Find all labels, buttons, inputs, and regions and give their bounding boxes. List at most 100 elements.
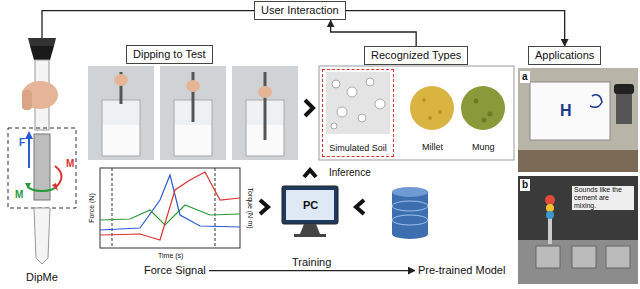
database-icon-part xyxy=(392,192,428,234)
types-panel-part xyxy=(422,98,426,102)
node-text: Dipping to Test xyxy=(133,48,206,61)
application-b-part xyxy=(536,246,560,268)
types-panel-part xyxy=(474,99,479,104)
label-text: b xyxy=(520,179,530,191)
types-panel-part xyxy=(358,114,366,122)
edge-label: Training xyxy=(290,256,333,269)
dipping-photos-part xyxy=(175,125,211,155)
section-box: Applications xyxy=(528,46,601,65)
label-text: Sounds like the cement are mixing. xyxy=(572,186,634,210)
section-box: Dipping to Test xyxy=(126,45,213,64)
node-text: DipMe xyxy=(26,271,58,284)
types-panel-part xyxy=(461,86,505,130)
label-text: Torque (N·m) xyxy=(246,187,254,228)
dipping-photos xyxy=(88,66,298,160)
types-panel-part xyxy=(428,116,432,120)
dipping-photos-part xyxy=(88,66,154,160)
highlight-box: Simulated Soil xyxy=(322,69,394,157)
dipme-device-part xyxy=(52,183,58,191)
types-panel-part xyxy=(375,99,385,109)
section-box: User Interaction xyxy=(254,1,346,20)
force-chart-part xyxy=(100,175,240,230)
dipping-photos-part xyxy=(186,80,200,92)
connector xyxy=(42,11,254,38)
node-text: User Interaction xyxy=(261,4,339,17)
node-text: Recognized Types xyxy=(371,49,461,62)
pc-icon-part xyxy=(294,234,326,237)
database-icon-part xyxy=(392,201,428,211)
application-a-part xyxy=(518,68,638,172)
dipme-device-part xyxy=(22,81,58,109)
application-b-part xyxy=(546,204,554,212)
dipping-photos-part xyxy=(114,74,128,86)
label-text: Inference xyxy=(329,167,371,179)
application-b-part xyxy=(518,176,638,284)
chevrons-part xyxy=(260,200,268,214)
force-chart xyxy=(100,168,240,248)
types-panel xyxy=(319,66,514,160)
dipme-device-part xyxy=(8,128,76,208)
application-a-part xyxy=(518,150,638,172)
dipme-device-part xyxy=(25,131,33,139)
dipme-device xyxy=(8,38,76,264)
dipme-device-part xyxy=(25,183,31,189)
connector xyxy=(209,270,415,271)
force-chart-part xyxy=(100,168,240,248)
dipping-photos-part xyxy=(232,66,298,160)
application-a-part xyxy=(530,82,610,140)
label-text: PC xyxy=(301,199,320,212)
pc-icon xyxy=(282,186,338,237)
stage-label: Pre-trained Model xyxy=(415,263,508,278)
types-panel-part xyxy=(488,112,493,117)
application-b-part xyxy=(572,246,596,268)
connector xyxy=(331,20,417,46)
application-a xyxy=(518,68,638,172)
node-text: Pre-trained Model xyxy=(418,264,505,277)
node-text: Force Signal xyxy=(144,264,206,277)
types-panel-part xyxy=(337,107,347,117)
database-icon xyxy=(392,187,428,239)
dipping-photos-part xyxy=(192,72,195,122)
force-chart-part xyxy=(215,168,216,248)
dipping-photos-part xyxy=(103,125,139,155)
label-text: Millet xyxy=(422,142,443,152)
database-icon-part xyxy=(392,215,428,225)
application-a-part xyxy=(590,95,602,107)
types-panel-part xyxy=(410,86,454,130)
dipping-photos-part xyxy=(258,86,272,98)
stage-label: Force Signal xyxy=(141,263,209,278)
pc-icon-part xyxy=(286,190,334,220)
database-icon-part xyxy=(392,229,428,239)
dipme-device-part xyxy=(28,38,56,46)
application-b-part xyxy=(546,211,554,219)
dipme-device-part xyxy=(28,186,56,191)
dipme-device-part xyxy=(28,138,30,168)
pc-icon-part xyxy=(300,224,320,234)
label-text: M xyxy=(66,158,74,170)
label-text: M xyxy=(15,189,23,201)
label-text: Force (N) xyxy=(88,193,96,223)
node-text: Simulated Soil xyxy=(329,143,387,154)
chevrons-part xyxy=(304,170,316,177)
types-panel-part xyxy=(319,66,514,160)
connector xyxy=(346,11,565,46)
types-panel-part xyxy=(331,123,337,129)
application-a-part xyxy=(614,84,634,94)
section-box: Recognized Types xyxy=(364,46,468,65)
label-text: a xyxy=(520,71,530,83)
chevrons-part xyxy=(305,100,313,116)
dipme-device-part xyxy=(30,46,54,60)
chevrons-part xyxy=(356,200,364,214)
application-b xyxy=(518,176,638,284)
database-icon-part xyxy=(392,187,428,197)
dipping-photos-part xyxy=(102,100,140,156)
dipme-device-part xyxy=(34,208,50,264)
application-b-part xyxy=(606,246,630,268)
label-text: Time (s) xyxy=(158,252,183,260)
dipping-photos-part xyxy=(264,72,267,140)
types-panel-part xyxy=(347,87,357,97)
label-text: H xyxy=(560,102,572,120)
